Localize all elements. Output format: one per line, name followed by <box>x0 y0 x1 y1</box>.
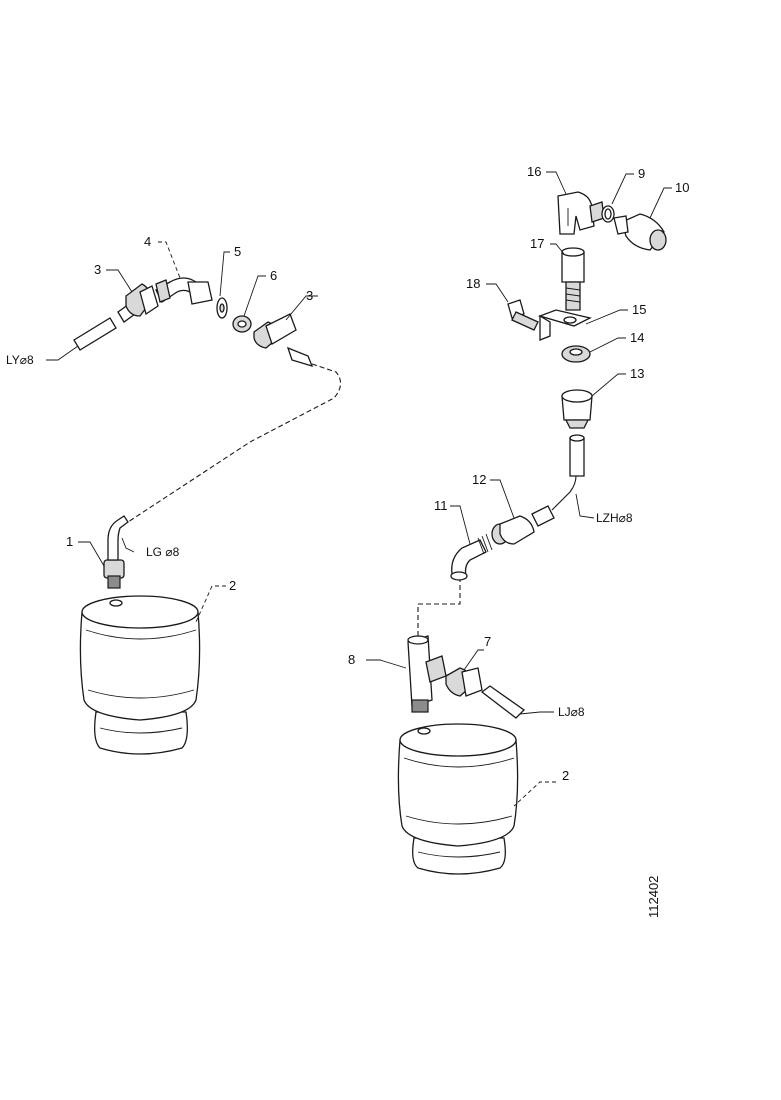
washer-5 <box>216 297 228 319</box>
tee-8 <box>407 635 447 713</box>
pipe-stub-ly <box>73 317 117 351</box>
air-bellows-left <box>79 595 201 755</box>
callout-9: 9 <box>638 166 645 181</box>
pipe-lzh <box>551 475 577 511</box>
callout-1: 1 <box>66 534 73 549</box>
bolt-18 <box>507 299 539 331</box>
nut-14 <box>561 345 591 363</box>
callout-17: 17 <box>530 236 544 251</box>
callout-12: 12 <box>472 472 486 487</box>
pipe-lg-left <box>127 363 342 523</box>
fitting-3-left <box>117 283 159 323</box>
pipe-label-lzh: LZH⌀8 <box>596 511 633 525</box>
elbow-11 <box>450 533 493 581</box>
document-id: 112402 <box>646 876 661 918</box>
bracket-15 <box>537 309 592 341</box>
callout-2-left: 2 <box>229 578 236 593</box>
fitting-7 <box>445 667 483 697</box>
callout-14: 14 <box>630 330 644 345</box>
o-ring-9 <box>601 205 615 223</box>
elbow-4 <box>155 277 213 305</box>
pipe-stub-lzh <box>531 505 555 527</box>
tube-lzh <box>569 434 585 477</box>
leader-lines <box>46 171 672 807</box>
fitting-12 <box>491 515 535 545</box>
callout-10: 10 <box>675 180 689 195</box>
callout-6: 6 <box>270 268 277 283</box>
fitting-17 <box>561 247 585 311</box>
plug-13 <box>561 389 593 429</box>
callout-7: 7 <box>484 634 491 649</box>
callout-15: 15 <box>632 302 646 317</box>
pipe-label-lg: LG ⌀8 <box>146 545 180 559</box>
callout-3-right: 3 <box>306 288 313 303</box>
pipe-label-ly: LY⌀8 <box>6 353 34 367</box>
pipe-tee-to-elbow <box>417 580 461 636</box>
callout-2-right: 2 <box>562 768 569 783</box>
elbow-16 <box>557 191 605 235</box>
callout-18: 18 <box>466 276 480 291</box>
air-bellows-right <box>397 723 519 875</box>
callout-16: 16 <box>527 164 541 179</box>
callout-4: 4 <box>144 234 151 249</box>
nut-6 <box>232 315 252 333</box>
fitting-3-right <box>253 313 314 368</box>
fitting-10 <box>613 213 667 251</box>
pipe-stub-lj <box>480 685 526 719</box>
callout-8: 8 <box>348 652 355 667</box>
callout-11: 11 <box>434 498 448 513</box>
fitting-1 <box>103 515 129 589</box>
callout-13: 13 <box>630 366 644 381</box>
callout-3-left: 3 <box>94 262 101 277</box>
pipe-label-lj: LJ⌀8 <box>558 705 585 719</box>
callout-5: 5 <box>234 244 241 259</box>
